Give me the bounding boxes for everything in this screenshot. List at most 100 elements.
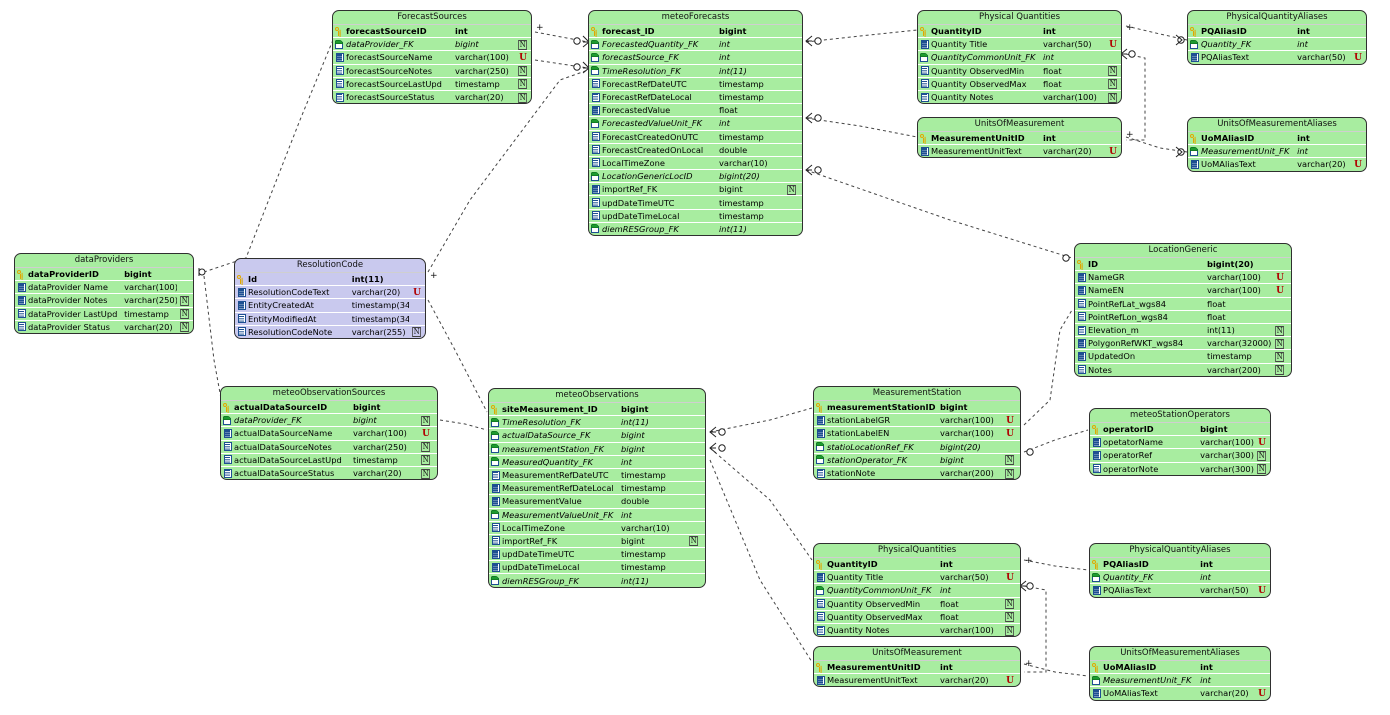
expand-plus-icon[interactable]: +: [536, 23, 544, 33]
expand-plus-icon[interactable]: +: [1025, 659, 1033, 669]
expand-plus-icon[interactable]: +: [1025, 556, 1033, 566]
expand-plus-icon[interactable]: +: [1126, 130, 1134, 140]
expand-plus-icon[interactable]: +: [1126, 23, 1134, 33]
expand-plus-icon[interactable]: +: [430, 271, 438, 281]
